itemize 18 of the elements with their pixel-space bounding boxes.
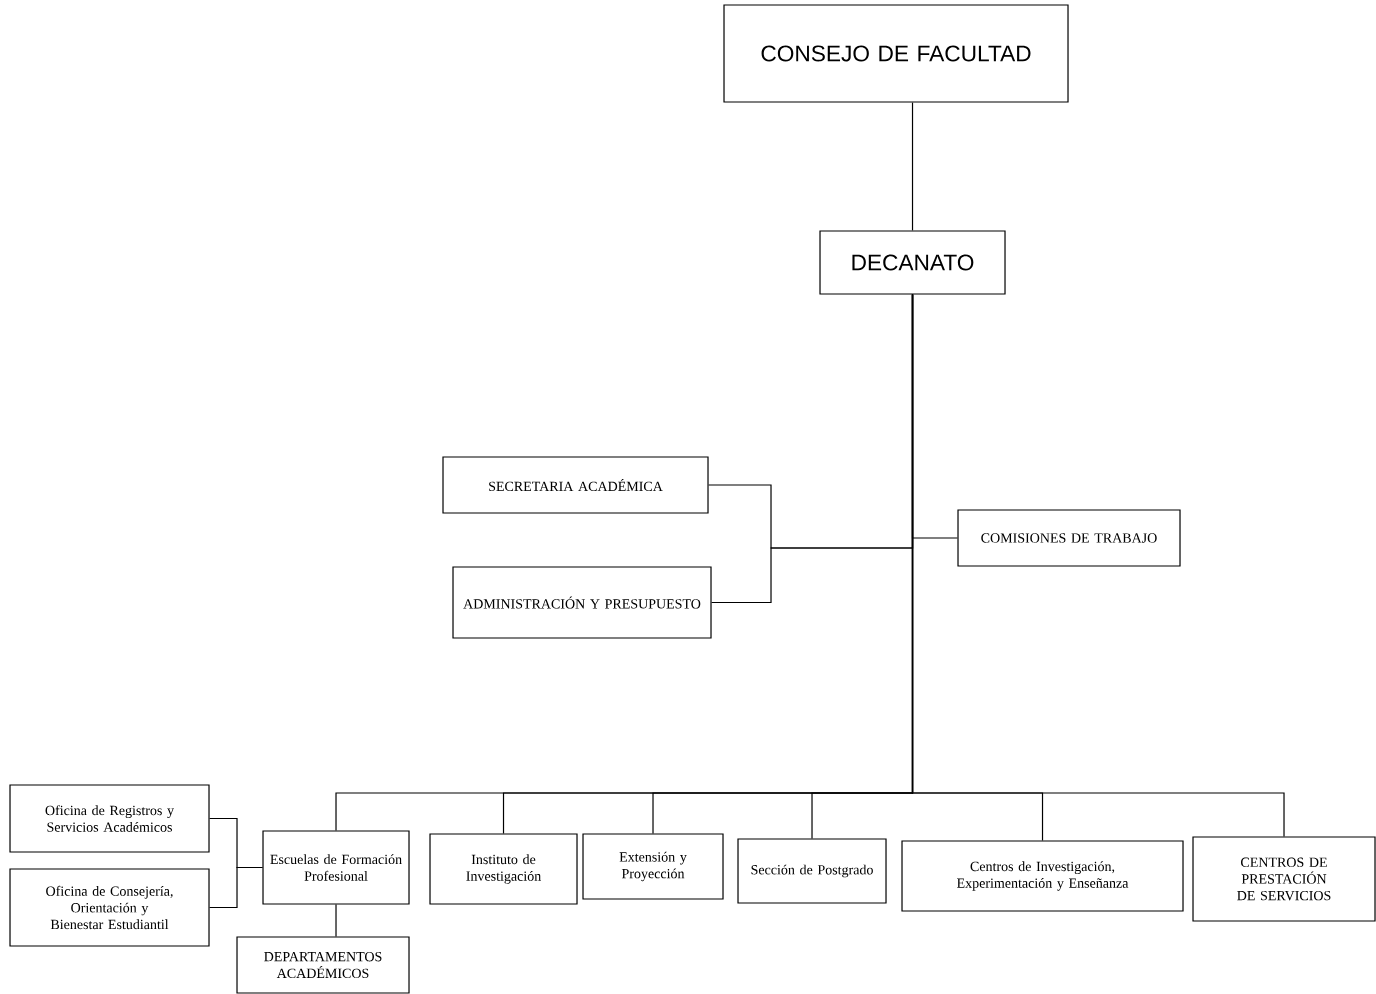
org-box: CONSEJO DE FACULTAD — [723, 4, 1069, 103]
org-box: Oficina de Consejería, Orientación y Bienestar Estudiantil — [9, 868, 210, 947]
org-box: DECANATO — [819, 230, 1006, 295]
org-box: Instituto de Investigación — [429, 833, 578, 905]
connector-line — [911, 102, 914, 231]
org-box: ADMINISTRACIÓN Y PRESUPUESTO — [452, 566, 712, 639]
connector-line — [209, 866, 263, 909]
org-box: Escuelas de Formación Profesional — [262, 830, 410, 905]
org-box: Oficina de Registros y Servicios Académicos — [9, 784, 210, 853]
org-box: CENTROS DE PRESTACIÓN DE SERVICIOS — [1192, 836, 1376, 922]
org-box: Sección de Postgrado — [737, 838, 887, 904]
org-box: COMISIONES DE TRABAJO — [957, 509, 1181, 567]
org-box: Extensión y Proyección — [582, 833, 724, 900]
org-box: DEPARTAMENTOS ACADÉMICOS — [236, 936, 410, 994]
connector-line — [335, 904, 337, 937]
org-box: SECRETARIA ACADÉMICA — [442, 456, 709, 514]
connector-line — [911, 294, 1285, 837]
org-box: Centros de Investigación, Experimentación y Enseñanza — [901, 840, 1184, 912]
